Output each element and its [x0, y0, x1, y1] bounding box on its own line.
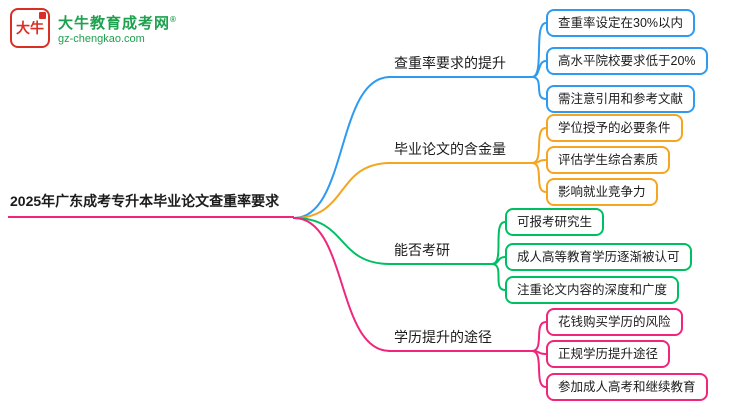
branch-thesis-value: 毕业论文的含金量	[388, 140, 532, 164]
logo-seal-icon	[39, 12, 46, 19]
leaf-node: 注重论文内容的深度和广度	[505, 276, 680, 304]
leaf-node: 学位授予的必要条件	[546, 114, 683, 142]
leaf-node: 查重率设定在30%以内	[546, 9, 696, 37]
connector-leaf-2-0	[491, 221, 506, 265]
connector-center-branch1	[293, 162, 391, 219]
connector-leaf-0-0	[531, 22, 547, 78]
connector-leaf-1-2	[531, 162, 547, 193]
logo-text: 大牛教育成考网® gz-chengkao.com	[58, 11, 177, 46]
connector-leaf-0-1	[531, 60, 547, 78]
branch-education-upgrade-path: 学历提升的途径	[388, 328, 532, 352]
connector-leaf-2-2	[491, 263, 506, 291]
connector-leaf-3-2	[531, 350, 547, 388]
leaf-node: 高水平院校要求低于20%	[546, 47, 708, 75]
registered-mark: ®	[170, 14, 177, 24]
connector-leaf-3-1	[531, 350, 547, 355]
center-topic: 2025年广东成考专升本毕业论文查重率要求	[8, 192, 294, 218]
connector-leaf-1-0	[531, 127, 547, 164]
leaf-node: 需注意引用和参考文献	[546, 85, 696, 113]
leaf-node: 可报考研究生	[505, 208, 605, 236]
logo-icon-text: 大牛	[16, 19, 44, 36]
connector-leaf-2-1	[491, 256, 506, 265]
connector-center-branch2	[293, 217, 391, 265]
connector-leaf-0-2	[531, 76, 547, 100]
connector-center-branch0	[293, 76, 391, 219]
branch-duplicate-rate-requirement: 查重率要求的提升	[388, 54, 532, 78]
connector-leaf-1-1	[531, 159, 547, 164]
leaf-node: 花钱购买学历的风险	[546, 308, 683, 336]
leaf-node: 正规学历提升途径	[546, 340, 671, 368]
logo-url: gz-chengkao.com	[58, 32, 145, 45]
logo-name: 大牛教育成考网®	[58, 11, 177, 33]
leaf-node: 成人高等教育学历逐渐被认可	[505, 243, 692, 271]
logo-icon: 大牛	[10, 8, 50, 48]
leaf-node: 参加成人高考和继续教育	[546, 373, 708, 401]
leaf-node: 评估学生综合素质	[546, 146, 671, 174]
logo-name-text: 大牛教育成考网	[58, 14, 171, 32]
logo: 大牛 大牛教育成考网® gz-chengkao.com	[10, 8, 177, 48]
leaf-node: 影响就业竞争力	[546, 178, 658, 206]
connector-center-branch3	[293, 217, 391, 352]
connector-leaf-3-0	[531, 321, 547, 352]
branch-postgrad-eligibility: 能否考研	[388, 241, 492, 265]
